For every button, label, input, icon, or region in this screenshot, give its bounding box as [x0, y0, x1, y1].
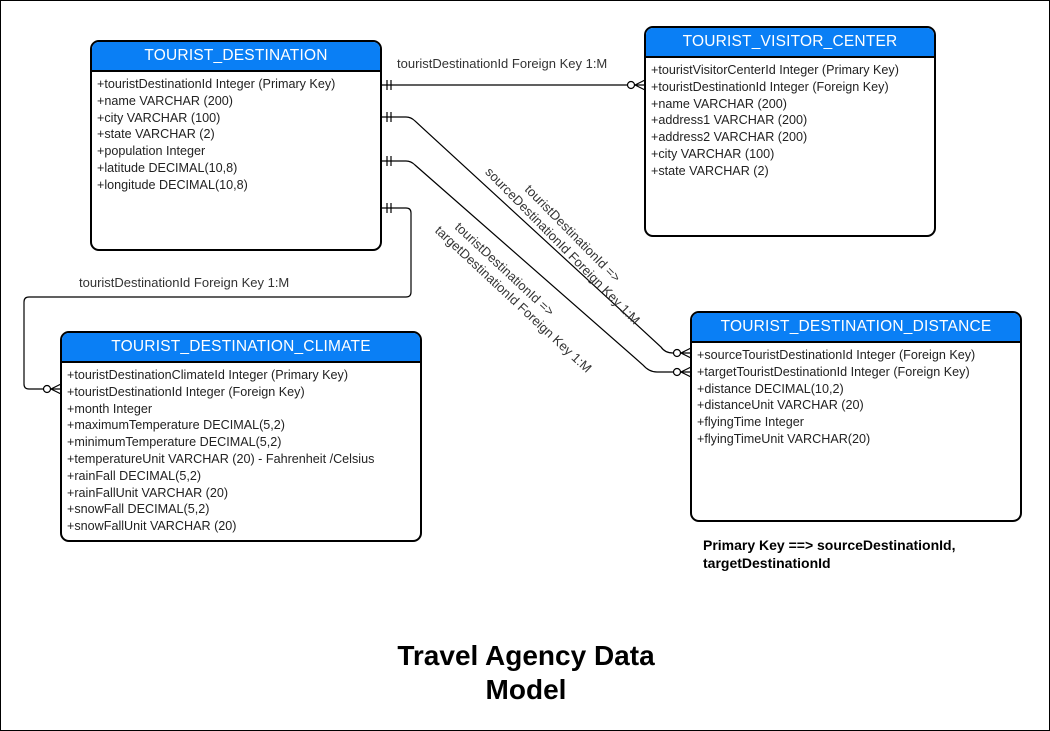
primary-key-note-line1: Primary Key ==> sourceDestinationId,	[703, 537, 956, 553]
one-marker-visitor-center	[386, 80, 392, 90]
label-climate-fk: touristDestinationId Foreign Key 1:M	[79, 275, 289, 290]
entity-tourist-visitor-center: TOURIST_VISITOR_CENTER +touristVisitorCe…	[644, 26, 936, 237]
one-marker-climate	[386, 203, 392, 213]
attribute-item: +address1 VARCHAR (200)	[651, 113, 808, 128]
diagram-title-line1: Travel Agency Data	[397, 640, 655, 671]
entity-title: TOURIST_DESTINATION_DISTANCE	[692, 313, 1020, 343]
primary-key-note: Primary Key ==> sourceDestinationId, tar…	[703, 536, 956, 572]
attribute-item: +name VARCHAR (200)	[651, 96, 787, 111]
entity-tourist-destination-climate: TOURIST_DESTINATION_CLIMATE +touristDest…	[60, 331, 422, 542]
attribute-item: +snowFallUnit VARCHAR (20)	[67, 519, 237, 534]
attribute-list: +sourceTouristDestinationId Integer (For…	[692, 343, 1020, 448]
attribute-item: +name VARCHAR (200)	[97, 93, 233, 108]
link-source-destination	[382, 116, 691, 354]
attribute-item: +touristVisitorCenterId Integer (Primary…	[651, 63, 899, 77]
attribute-item: +snowFall DECIMAL(5,2)	[67, 502, 210, 517]
attribute-item: +flyingTime Integer	[697, 415, 804, 430]
attribute-list: +touristVisitorCenterId Integer (Primary…	[646, 58, 934, 180]
attribute-item: +distance DECIMAL(10,2)	[697, 381, 844, 396]
attribute-item: +population Integer	[97, 144, 206, 159]
optional-marker-source	[672, 348, 682, 358]
attribute-item: +minimumTemperature DECIMAL(5,2)	[67, 435, 282, 450]
attribute-item: +targetTouristDestinationId Integer (For…	[697, 364, 970, 379]
one-marker-target	[386, 156, 392, 166]
attribute-item: +touristDestinationClimateId Integer (Pr…	[67, 368, 349, 382]
attribute-item: +sourceTouristDestinationId Integer (For…	[697, 348, 976, 362]
attribute-list: +touristDestinationClimateId Integer (Pr…	[62, 363, 420, 535]
attribute-item: +rainFall DECIMAL(5,2)	[67, 468, 202, 483]
attribute-item: +maximumTemperature DECIMAL(5,2)	[67, 418, 286, 433]
optional-marker-climate	[42, 384, 52, 394]
attribute-item: +temperatureUnit VARCHAR (20) - Fahrenhe…	[67, 451, 375, 466]
attribute-item: +touristDestinationId Integer (Foreign K…	[67, 384, 305, 399]
diagram-title-line2: Model	[485, 674, 567, 705]
attribute-item: +state VARCHAR (2)	[651, 163, 769, 178]
attribute-item: +city VARCHAR (100)	[651, 146, 775, 161]
attribute-item: +touristDestinationId Integer (Primary K…	[97, 77, 336, 91]
attribute-item: +address2 VARCHAR (200)	[651, 130, 808, 145]
diagram-title: Travel Agency Data Model	[351, 639, 701, 707]
attribute-item: +distanceUnit VARCHAR (20)	[697, 398, 864, 413]
primary-key-note-line2: targetDestinationId	[703, 555, 831, 571]
attribute-list: +touristDestinationId Integer (Primary K…	[92, 72, 380, 194]
attribute-item: +rainFallUnit VARCHAR (20)	[67, 485, 229, 500]
attribute-item: +longitude DECIMAL(10,8)	[97, 177, 248, 192]
entity-tourist-destination-distance: TOURIST_DESTINATION_DISTANCE +sourceTour…	[690, 311, 1022, 522]
attribute-item: +latitude DECIMAL(10,8)	[97, 160, 238, 175]
attribute-item: +city VARCHAR (100)	[97, 110, 221, 125]
attribute-item: +state VARCHAR (2)	[97, 127, 215, 142]
entity-title: TOURIST_VISITOR_CENTER	[646, 28, 934, 58]
attribute-item: +month Integer	[67, 401, 153, 416]
link-target-destination	[382, 160, 691, 373]
entity-title: TOURIST_DESTINATION	[92, 42, 380, 72]
optional-marker-target	[672, 367, 682, 377]
label-visitor-center-fk: touristDestinationId Foreign Key 1:M	[397, 56, 607, 71]
attribute-item: +touristDestinationId Integer (Foreign K…	[651, 79, 889, 94]
entity-title: TOURIST_DESTINATION_CLIMATE	[62, 333, 420, 363]
one-marker-source	[386, 112, 392, 122]
entity-tourist-destination: TOURIST_DESTINATION +touristDestinationI…	[90, 40, 382, 251]
optional-marker-visitor-center	[626, 80, 636, 90]
attribute-item: +flyingTimeUnit VARCHAR(20)	[697, 431, 871, 446]
link-climate	[23, 207, 412, 390]
